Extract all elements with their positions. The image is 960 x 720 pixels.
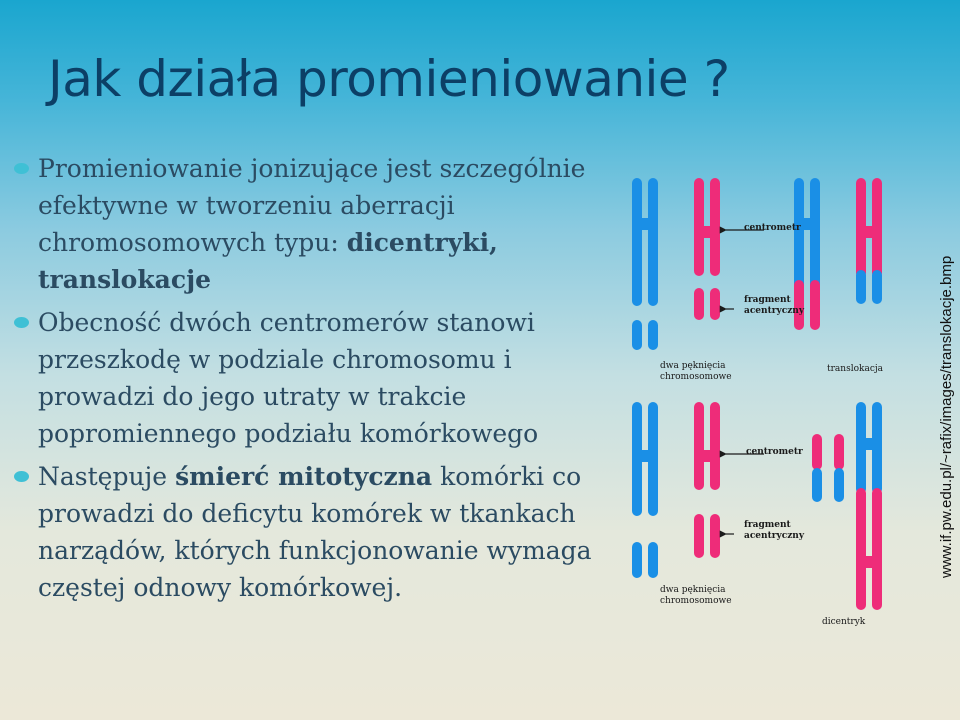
top-pink-broken-chromosome	[694, 178, 720, 320]
bullet-text: Obecność dwóch centromerów stanowi przes…	[38, 308, 539, 448]
label-two-breaks-bottom-1: dwa pęknięcia	[660, 585, 726, 595]
bullet-marker-icon	[14, 471, 29, 482]
label-fragment-top-1: fragment	[744, 295, 792, 305]
bullet-item: Promieniowanie jonizujące jest szczególn…	[14, 150, 604, 298]
source-url: www.if.pw.edu.pl/~rafix/images/transloka…	[938, 255, 955, 578]
top-blue-broken-chromosome	[632, 178, 658, 350]
label-centromere-bottom: centrometr	[746, 447, 803, 457]
label-two-breaks-top-2: chromosomowe	[660, 372, 732, 382]
bullet-text-bold: śmierć mitotyczna	[175, 462, 433, 491]
bottom-dicentric-chromosome	[856, 402, 882, 610]
chromosome-diagram-svg: centrometr fragment acentryczny dwa pękn…	[632, 178, 884, 627]
bullet-marker-icon	[14, 317, 29, 328]
bullet-text-after: komórki co prowadzi do deficytu komórek …	[38, 462, 592, 602]
label-centromere-top: centrometr	[744, 223, 801, 233]
bullet-marker-icon	[14, 163, 29, 174]
top-translocated-chromosome-b	[856, 178, 882, 304]
label-two-breaks-top-1: dwa pęknięcia	[660, 361, 726, 371]
label-dicentric: dicentryk	[822, 617, 866, 627]
label-fragment-bottom-1: fragment	[744, 520, 792, 530]
slide-title: Jak działa promieniowanie ?	[48, 50, 730, 108]
label-two-breaks-bottom-2: chromosomowe	[660, 596, 732, 606]
bullet-text: Promieniowanie jonizujące jest szczególn…	[38, 154, 586, 257]
bullet-item: Następuje śmierć mitotyczna komórki co p…	[14, 458, 604, 606]
label-translocation: translokacja	[827, 364, 884, 374]
top-translocated-chromosome-a	[794, 178, 820, 330]
bottom-acentric-fragment	[812, 434, 844, 502]
bullet-item: Obecność dwóch centromerów stanowi przes…	[14, 304, 604, 452]
bottom-pink-broken-chromosome	[694, 402, 720, 558]
bullet-list: Promieniowanie jonizujące jest szczególn…	[14, 150, 604, 612]
bottom-blue-broken-chromosome	[632, 402, 658, 578]
bullet-text: Następuje	[38, 462, 176, 491]
chromosome-diagram: centrometr fragment acentryczny dwa pękn…	[622, 168, 922, 648]
bullet-text-bold: dicentryki, translokacje	[38, 228, 498, 294]
label-fragment-bottom-2: acentryczny	[744, 531, 805, 541]
label-fragment-top-2: acentryczny	[744, 306, 805, 316]
